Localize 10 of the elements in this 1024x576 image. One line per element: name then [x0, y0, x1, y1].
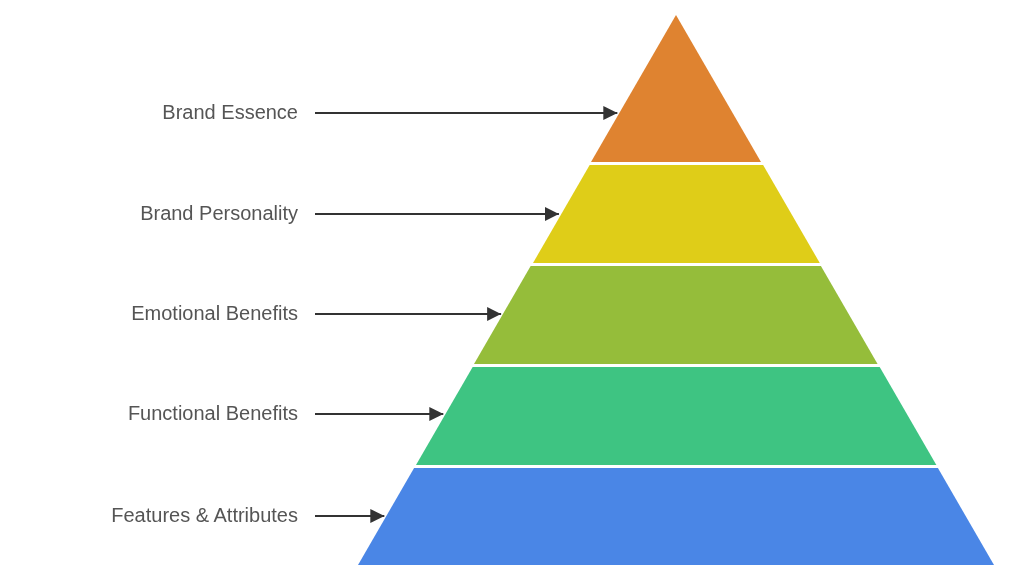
- arrow: [314, 307, 503, 321]
- arrow: [314, 407, 445, 421]
- arrow: [314, 207, 560, 221]
- level-label: Brand Personality: [140, 202, 298, 225]
- level-label: Features & Attributes: [111, 504, 298, 527]
- arrow: [314, 106, 619, 120]
- level-label: Functional Benefits: [127, 402, 298, 425]
- level-label: Emotional Benefits: [131, 302, 298, 325]
- arrow: [314, 509, 386, 523]
- level-label: Brand Essence: [162, 101, 298, 124]
